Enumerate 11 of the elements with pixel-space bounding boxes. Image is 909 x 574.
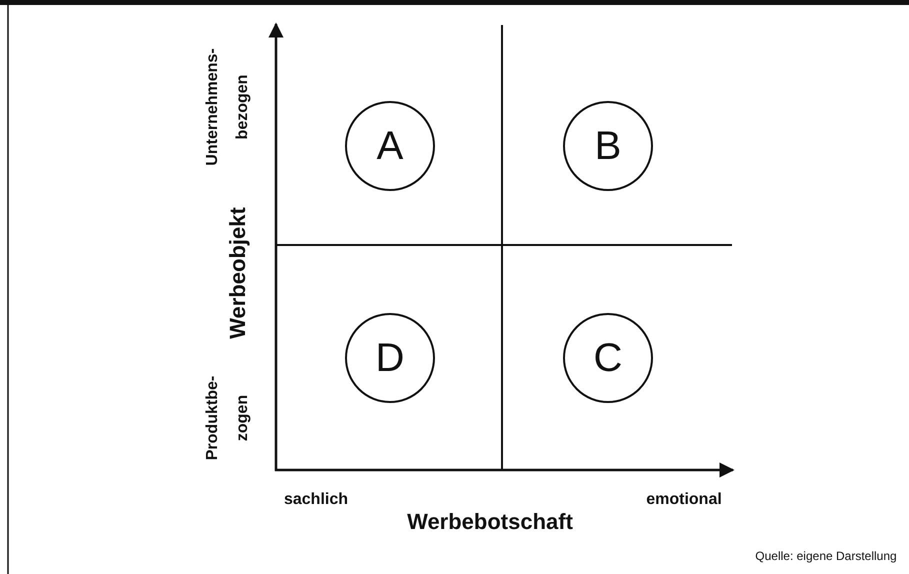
quadrant-circle: A	[345, 101, 435, 191]
axis-category-label: Produktbe- zogen	[203, 374, 252, 462]
quadrant-circle: D	[345, 313, 435, 403]
source-note: Quelle: eigene Darstellung	[754, 549, 898, 563]
axis-category-label: sachlich	[282, 491, 350, 509]
quadrant-circle: B	[563, 101, 653, 191]
axis-title: Werbebotschaft	[406, 509, 574, 535]
axis-category-label: emotional	[645, 491, 723, 509]
quadrant-circle: C	[563, 313, 653, 403]
axis-category-label: Unternehmens- bezogen	[203, 47, 252, 168]
axis-title: Werbeobjekt	[224, 206, 251, 341]
